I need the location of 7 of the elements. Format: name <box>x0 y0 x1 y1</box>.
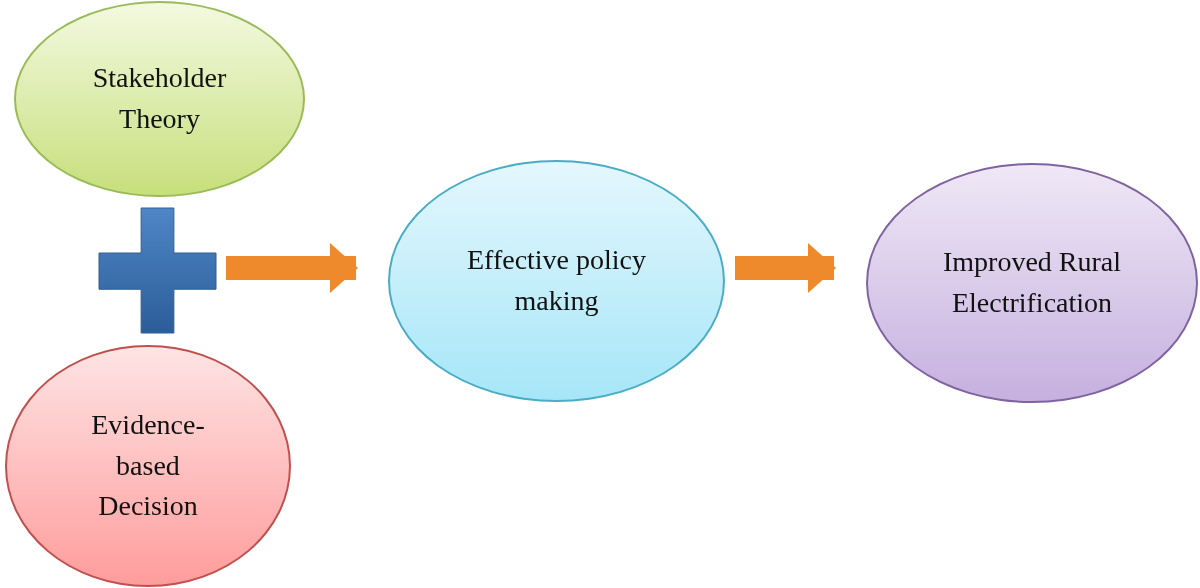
node-label: Evidence-based Decision <box>90 408 206 524</box>
block-arrow <box>226 243 358 293</box>
node-label: Stakeholder Theory <box>91 61 228 136</box>
plus-sign <box>99 208 216 333</box>
block-arrow <box>735 243 836 293</box>
node-label: Effective policy making <box>465 243 648 318</box>
node-label: Improved Rural Electrification <box>941 245 1123 320</box>
